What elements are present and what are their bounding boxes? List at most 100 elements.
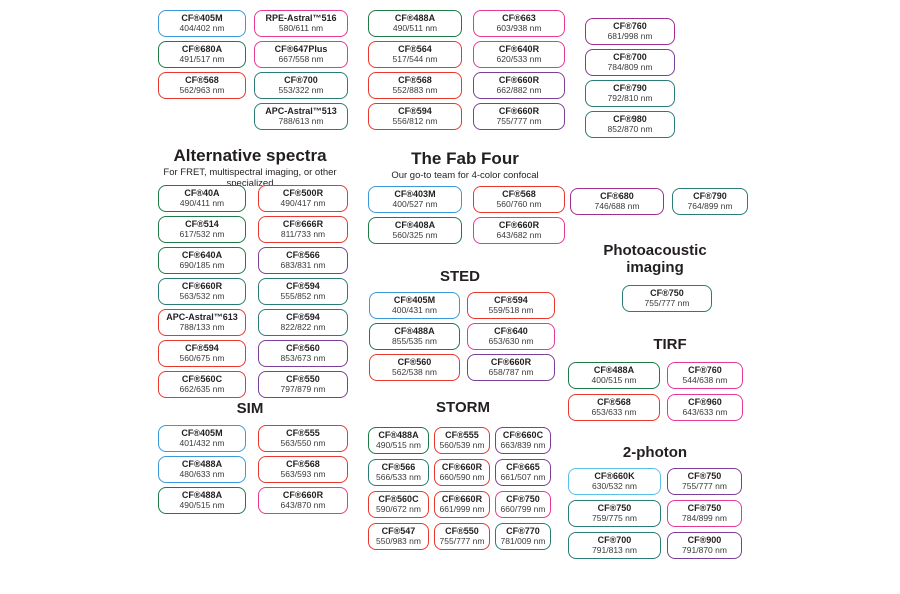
dye-ex-em-wavelengths: 653/633 nm bbox=[591, 406, 637, 417]
dye-label: CF®564 bbox=[398, 44, 432, 54]
dye-ex-em-wavelengths: 653/630 nm bbox=[488, 335, 534, 346]
dye-label: CF®594 bbox=[286, 281, 320, 291]
dye-label: CF®550 bbox=[286, 374, 320, 384]
dye-ex-em-wavelengths: 643/633 nm bbox=[682, 406, 728, 417]
dye-label: CF®405M bbox=[181, 13, 223, 23]
dye-label: CF®550 bbox=[445, 526, 479, 536]
dye-ex-em-wavelengths: 791/870 nm bbox=[682, 544, 727, 555]
dye-label: CF®568 bbox=[398, 75, 432, 85]
dye-label: CF®560 bbox=[397, 357, 432, 367]
section-title: The Fab Four bbox=[411, 149, 519, 168]
dye-label: CF®660K bbox=[594, 471, 635, 481]
dye-ex-em-wavelengths: 550/983 nm bbox=[376, 535, 421, 546]
dye-label: CF®665 bbox=[506, 462, 540, 472]
dye-ex-em-wavelengths: 617/532 nm bbox=[179, 228, 225, 239]
dye-label: CF®555 bbox=[286, 428, 320, 438]
dye-ex-em-wavelengths: 660/799 nm bbox=[500, 503, 546, 514]
dye-ex-em-wavelengths: 797/879 nm bbox=[280, 383, 326, 394]
section-two-photon-header: 2-photon bbox=[600, 444, 710, 461]
dye-label: CF®560 bbox=[286, 343, 320, 353]
dye-ex-em-wavelengths: 490/515 nm bbox=[376, 439, 421, 450]
dye-ex-em-wavelengths: 590/672 nm bbox=[376, 503, 421, 514]
dye-label: CF®660R bbox=[498, 75, 540, 85]
dye-label: CF®594 bbox=[185, 343, 219, 353]
dye-ex-em-wavelengths: 560/760 nm bbox=[496, 198, 542, 209]
dye-ex-em-wavelengths: 620/533 nm bbox=[496, 53, 542, 64]
section-tirf-header: TIRF bbox=[610, 336, 730, 353]
dye-label: CF®488A bbox=[394, 326, 435, 336]
dye-label: CF®750 bbox=[650, 288, 684, 298]
section-subtitle: For FRET, multispectral imaging, or othe… bbox=[163, 167, 337, 189]
dye-ex-em-wavelengths: 784/809 nm bbox=[607, 61, 653, 72]
dye-ex-em-wavelengths: 562/963 nm bbox=[179, 84, 225, 95]
dye-ex-em-wavelengths: 555/852 nm bbox=[280, 290, 326, 301]
dye-label: CF®408A bbox=[394, 220, 436, 230]
dye-label: CF®488A bbox=[181, 490, 223, 500]
dye-label: CF®405M bbox=[181, 428, 223, 438]
dye-label: CF®40A bbox=[184, 188, 220, 198]
dye-ex-em-wavelengths: 552/883 nm bbox=[392, 84, 438, 95]
section-title: 2-photon bbox=[622, 444, 688, 461]
dye-ex-em-wavelengths: 490/511 nm bbox=[392, 22, 438, 33]
section-subtitle: Our go-to team for 4-color confocal bbox=[391, 170, 539, 181]
dye-ex-em-wavelengths: 764/899 nm bbox=[687, 200, 733, 211]
dye-ex-em-wavelengths: 853/673 nm bbox=[280, 352, 326, 363]
dye-ex-em-wavelengths: 563/532 nm bbox=[179, 290, 225, 301]
dye-label: CF®760 bbox=[688, 365, 722, 375]
dye-ex-em-wavelengths: 490/411 nm bbox=[179, 197, 225, 208]
section-storm-header: STORM bbox=[398, 399, 528, 416]
section-title: STORM bbox=[436, 399, 490, 416]
dye-ex-em-wavelengths: 400/527 nm bbox=[392, 198, 438, 209]
dye-label: CF®680A bbox=[181, 44, 223, 54]
dye-label: CF®566 bbox=[286, 250, 320, 260]
dye-ex-em-wavelengths: 759/775 nm bbox=[592, 512, 637, 523]
dye-ex-em-wavelengths: 755/777 nm bbox=[682, 480, 727, 491]
dye-ex-em-wavelengths: 667/558 nm bbox=[278, 53, 324, 64]
dye-ex-em-wavelengths: 556/812 nm bbox=[392, 115, 438, 126]
dye-label: APC-Astral™613 bbox=[166, 312, 238, 322]
dye-ex-em-wavelengths: 643/870 nm bbox=[280, 499, 326, 510]
dye-label: CF®560C bbox=[378, 494, 419, 504]
dye-label: CF®666R bbox=[282, 219, 324, 229]
dye-ex-em-wavelengths: 811/733 nm bbox=[280, 228, 326, 239]
dye-ex-em-wavelengths: 563/550 nm bbox=[280, 437, 326, 448]
dye-label: CF®760 bbox=[613, 21, 647, 31]
dye-label: CF®750 bbox=[506, 494, 540, 504]
dye-ex-em-wavelengths: 661/999 nm bbox=[439, 503, 485, 514]
dye-label: CF®750 bbox=[687, 471, 722, 481]
dye-ex-em-wavelengths: 580/611 nm bbox=[278, 22, 324, 33]
dye-ex-em-wavelengths: 746/688 nm bbox=[594, 200, 640, 211]
